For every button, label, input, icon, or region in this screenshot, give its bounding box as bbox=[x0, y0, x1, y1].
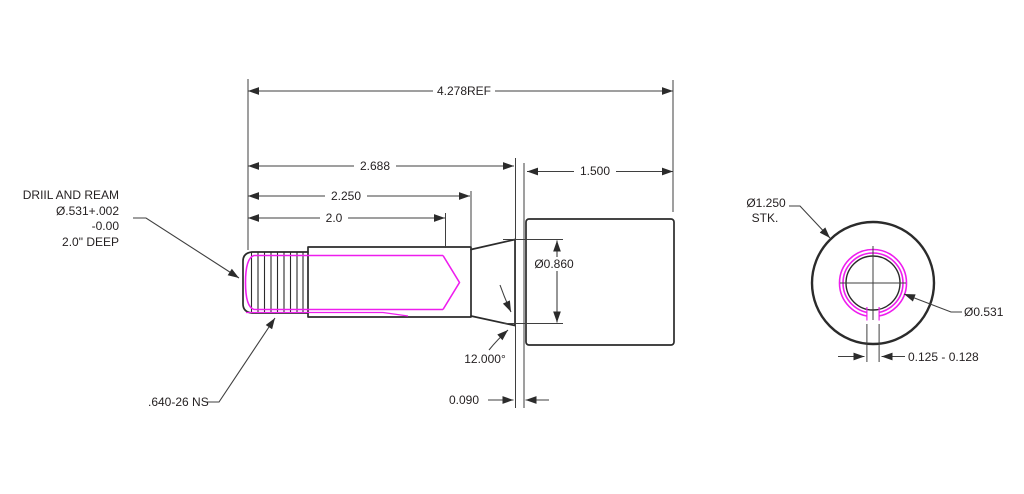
dimension-text-0860: Ø0.860 bbox=[534, 257, 574, 271]
dimension-text-20: 2.0 bbox=[326, 211, 343, 225]
drill-note-line2: Ø.531+.002 bbox=[56, 204, 119, 218]
drill-note-leader bbox=[133, 217, 240, 279]
slot-extension-lines bbox=[866, 324, 880, 362]
hole-diameter-callout: Ø0.531 bbox=[903, 293, 1004, 319]
head-cylinder-outline bbox=[525, 218, 675, 346]
dimension-text-mask bbox=[320, 212, 348, 225]
slot-dimension-text: 0.125 - 0.128 bbox=[908, 350, 979, 364]
extension-lines bbox=[247, 79, 674, 408]
dimension-text-2688: 2.688 bbox=[360, 159, 390, 173]
stock-callout-leader bbox=[789, 205, 831, 239]
stock-callout-line1: Ø1.250 bbox=[746, 196, 786, 210]
drilled-hole-hidden-outline bbox=[244, 254, 461, 311]
shaft-outline bbox=[307, 246, 472, 318]
angle-leader-lower bbox=[488, 329, 509, 351]
dimension-text-overall: 4.278REF bbox=[437, 84, 491, 98]
dimension-text-angle: 12.000° bbox=[464, 352, 506, 366]
slot-edges bbox=[866, 307, 880, 321]
dimension-text-2250: 2.250 bbox=[331, 189, 361, 203]
drill-note-line4: 2.0" DEEP bbox=[62, 235, 119, 249]
dimension-text-mask bbox=[433, 84, 495, 97]
stock-outer-circle bbox=[810, 220, 936, 346]
taper-outline bbox=[470, 238, 516, 327]
hole-callout-leader bbox=[903, 293, 962, 313]
centerlines bbox=[840, 246, 906, 320]
stock-callout-line2: STK. bbox=[752, 211, 779, 225]
dimension-taper-diameter: Ø0.860 bbox=[530, 240, 578, 323]
dimension-overall-length: 4.278REF bbox=[248, 84, 673, 98]
dimension-text-mask bbox=[325, 190, 367, 203]
dimension-to-taper-end: 2.688 bbox=[248, 159, 514, 173]
dimension-text-mask bbox=[530, 257, 578, 271]
slot-width-dimension: 0.125 - 0.128 bbox=[838, 350, 979, 364]
dimension-gap: 0.090 bbox=[449, 393, 549, 407]
side-view bbox=[242, 218, 675, 346]
stock-diameter-callout: Ø1.250 STK. bbox=[746, 196, 831, 239]
dimension-text-mask bbox=[354, 160, 396, 173]
dimension-text-0090: 0.090 bbox=[449, 393, 479, 407]
dimension-to-taper-start: 2.250 bbox=[248, 189, 470, 203]
angle-leader-upper bbox=[499, 284, 512, 313]
dimension-thread-section: 2.0 bbox=[248, 211, 445, 225]
drill-ream-note: DRIIL AND REAM Ø.531+.002 -0.00 2.0" DEE… bbox=[23, 188, 240, 279]
end-view: Ø1.250 STK. Ø0.531 0.125 - 0.128 bbox=[746, 196, 1003, 364]
dimension-taper-angle: 12.000° bbox=[464, 284, 512, 366]
dimension-text-mask bbox=[574, 165, 616, 178]
drill-note-line3: -0.00 bbox=[92, 219, 120, 233]
thread-minor-hidden-line bbox=[246, 311, 409, 317]
dimension-text-1500: 1.500 bbox=[580, 164, 610, 178]
hole-callout-text: Ø0.531 bbox=[964, 305, 1004, 319]
thread-callout-leader bbox=[206, 317, 276, 403]
drill-note-line1: DRIIL AND REAM bbox=[23, 188, 119, 202]
thread-callout-text: .640-26 NS bbox=[148, 395, 209, 409]
thread-callout: .640-26 NS bbox=[148, 317, 276, 409]
thread-section-outline bbox=[242, 251, 309, 314]
thread-crest-lines bbox=[250, 252, 304, 313]
dimension-head-length: 1.500 bbox=[527, 164, 673, 178]
